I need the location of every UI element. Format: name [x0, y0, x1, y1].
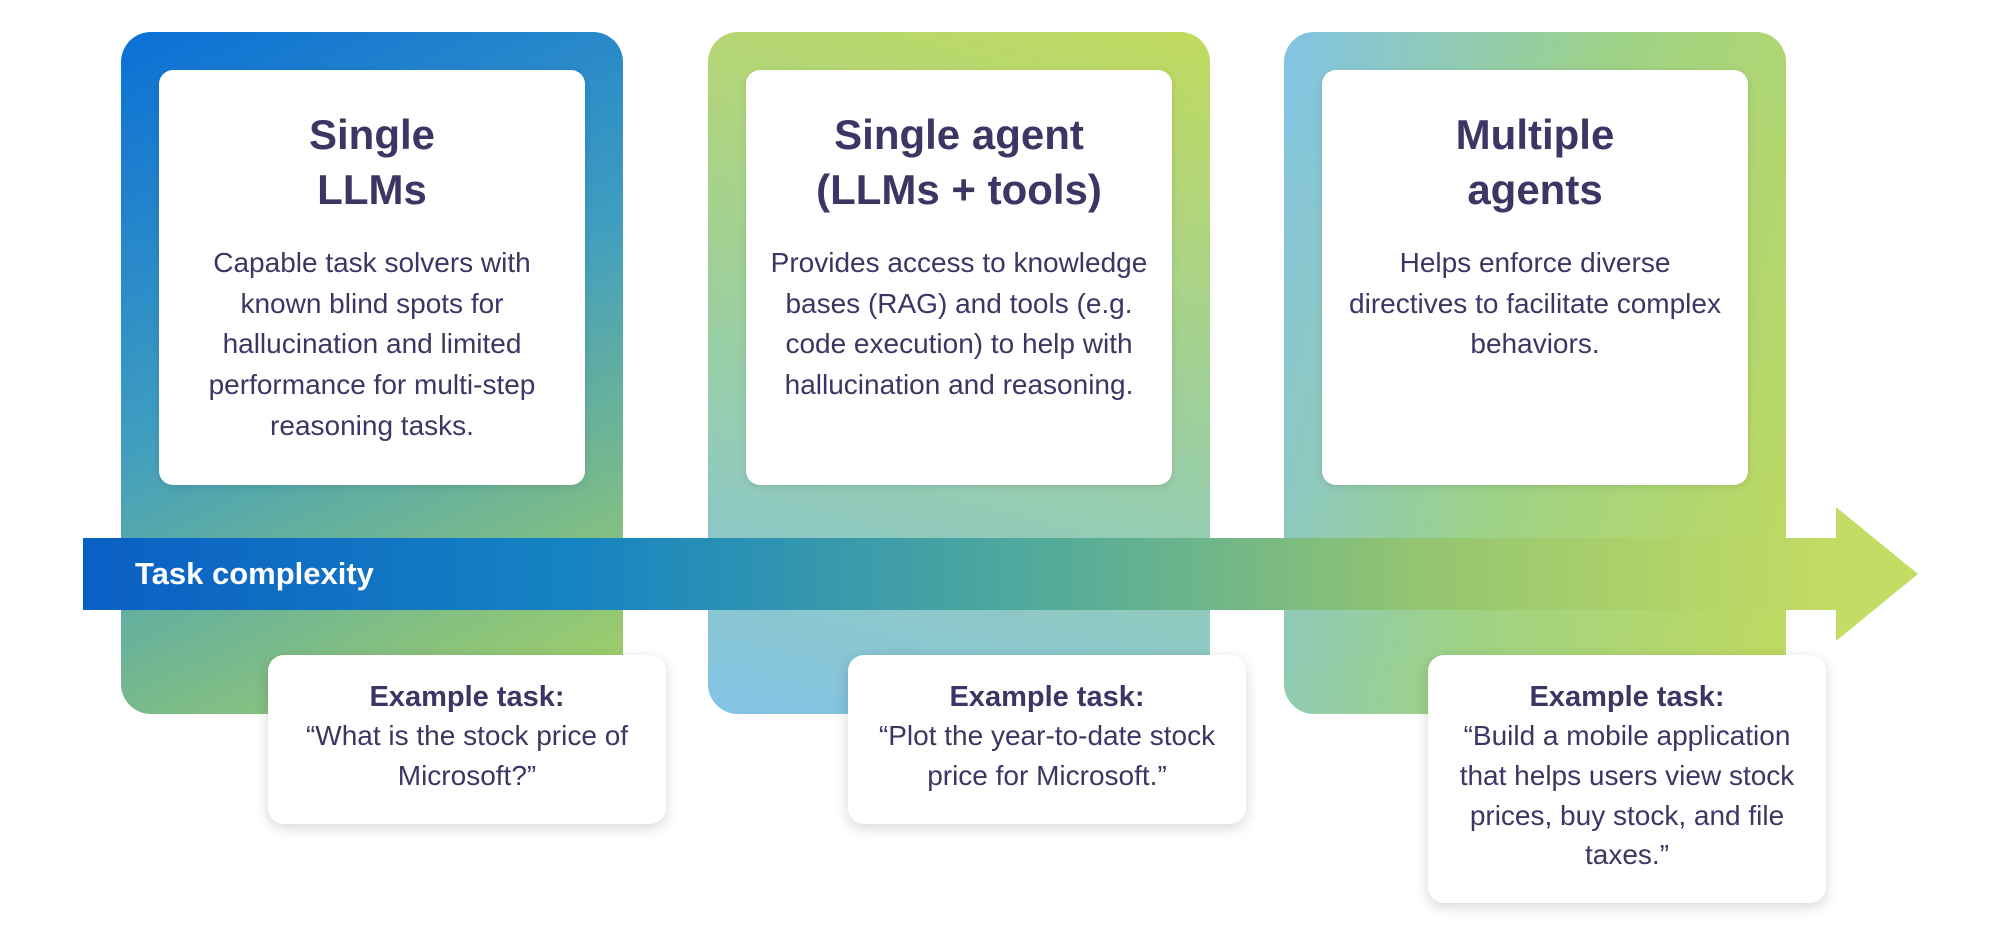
card-single-agent-panel: Single agent (LLMs + tools) Provides acc… [746, 70, 1172, 485]
task-complexity-label: Task complexity [135, 556, 374, 591]
arrow-head-icon [1836, 507, 1918, 641]
card-single-agent: Single agent (LLMs + tools) Provides acc… [708, 32, 1210, 714]
example-task-text-1: “What is the stock price of Microsoft?” [305, 720, 629, 791]
card-multiple-agents-title: Multiple agents [1455, 111, 1615, 213]
card-multiple-agents-panel: Multiple agents Helps enforce diverse di… [1322, 70, 1748, 485]
card-single-llms-title: Single LLMs [308, 111, 436, 213]
example-task-text-3: “Build a mobile application that helps u… [1459, 720, 1795, 871]
card-single-agent-description: Provides access to knowledge bases (RAG)… [770, 247, 1148, 400]
card-multiple-agents: Multiple agents Helps enforce diverse di… [1284, 32, 1786, 714]
task-complexity-arrow-body: Task complexity [83, 538, 1837, 610]
example-task-text-2: “Plot the year-to-date stock price for M… [878, 720, 1216, 791]
example-task-label-1: Example task: [369, 681, 565, 713]
card-multiple-agents-description: Helps enforce diverse directives to faci… [1349, 247, 1721, 360]
card-single-llms-description: Capable task solvers with known blind sp… [208, 247, 536, 441]
card-single-llms-panel: Single LLMs Capable task solvers with kn… [159, 70, 585, 485]
card-single-agent-title: Single agent (LLMs + tools) [816, 111, 1102, 213]
example-task-card-1: Example task: “What is the stock price o… [268, 655, 666, 824]
example-task-card-3: Example task: “Build a mobile applicatio… [1428, 655, 1826, 903]
card-single-llms: Single LLMs Capable task solvers with kn… [121, 32, 623, 714]
example-task-card-2: Example task: “Plot the year-to-date sto… [848, 655, 1246, 824]
example-task-label-3: Example task: [1529, 681, 1725, 713]
example-task-label-2: Example task: [949, 681, 1145, 713]
